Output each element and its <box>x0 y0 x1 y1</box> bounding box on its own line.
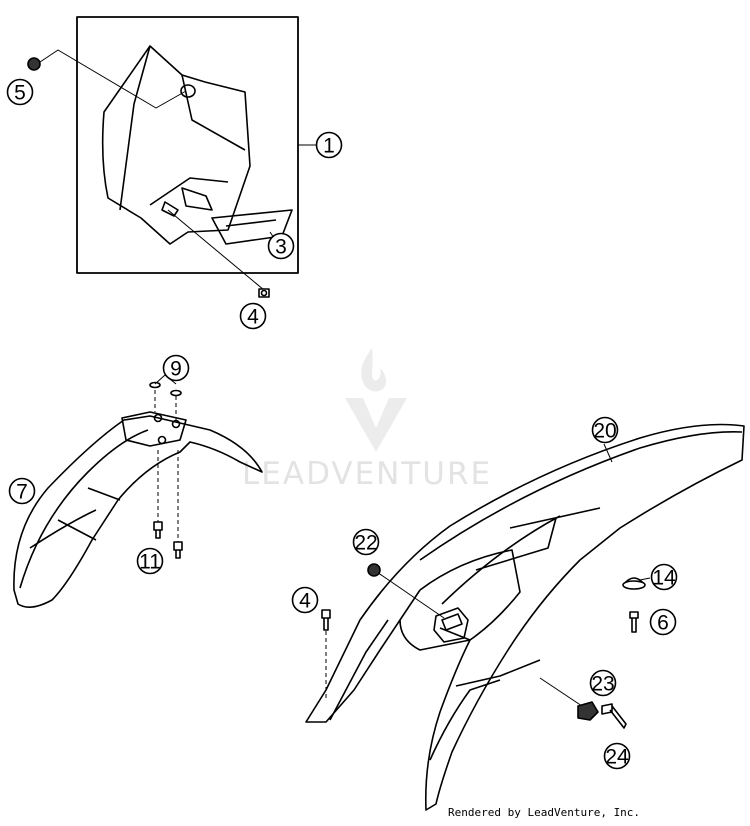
bolt-4b <box>321 609 331 631</box>
front-fender <box>13 415 263 608</box>
watermark: LEADVENTURE <box>242 348 492 492</box>
number-plate-fold <box>119 45 246 211</box>
fender-hole-c <box>157 435 167 445</box>
svg-text:22: 22 <box>354 532 377 555</box>
screw-6 <box>629 611 639 633</box>
rear-fender-assembly <box>305 423 745 811</box>
fender-hole-a <box>153 413 163 423</box>
render-credit: Rendered by LeadVenture, Inc. <box>448 806 641 819</box>
callout-7: 7 <box>8 477 36 505</box>
callout-22: 22 <box>352 528 380 556</box>
svg-text:4: 4 <box>299 590 311 613</box>
leader-line-23 <box>539 677 583 707</box>
svg-text:1: 1 <box>323 135 335 158</box>
svg-text:20: 20 <box>593 420 616 443</box>
nut-23 <box>577 701 599 721</box>
svg-text:6: 6 <box>657 612 669 635</box>
v-logo-icon <box>345 398 407 452</box>
callout-23: 23 <box>589 669 617 697</box>
callout-6: 6 <box>649 608 677 636</box>
leader-line-5 <box>39 49 187 109</box>
svg-text:4: 4 <box>247 306 259 329</box>
svg-text:23: 23 <box>591 673 614 696</box>
callout-3: 3 <box>267 232 295 260</box>
plate-bracket <box>161 187 213 217</box>
leader-line-4a <box>167 209 265 291</box>
screw-5 <box>27 57 41 71</box>
assembly-box <box>76 16 299 274</box>
bolt-11a <box>153 521 163 539</box>
callout-4a: 4 <box>239 302 267 330</box>
svg-text:11: 11 <box>139 551 161 574</box>
rear-fender <box>305 423 745 811</box>
svg-text:3: 3 <box>275 236 287 259</box>
svg-text:7: 7 <box>16 481 28 504</box>
number-plate <box>101 45 251 245</box>
bolt-24 <box>601 703 627 729</box>
front-fender-mount <box>121 411 187 447</box>
flame-icon <box>361 348 387 392</box>
callout-24: 24 <box>603 742 631 770</box>
callout-14: 14 <box>650 563 678 591</box>
callout-9: 9 <box>162 354 190 382</box>
plate-grommet <box>180 84 196 98</box>
svg-text:9: 9 <box>170 358 182 381</box>
rear-fender-inner <box>399 549 521 641</box>
number-plate-assembly <box>27 16 316 298</box>
rear-fender-mount-nut <box>433 607 469 643</box>
svg-text:5: 5 <box>14 82 26 105</box>
washer-9a <box>149 381 161 389</box>
callout-5: 5 <box>6 78 34 106</box>
leader-line-22 <box>373 569 445 619</box>
grommet-14 <box>622 577 646 590</box>
rear-fender-side <box>329 619 501 761</box>
front-fender-ridge <box>19 429 149 589</box>
callout-20: 20 <box>591 416 619 444</box>
fender-hole-b <box>171 419 181 429</box>
watermark-text: LEADVENTURE <box>242 456 492 492</box>
callout-1: 1 <box>315 131 343 159</box>
nut-22 <box>367 563 381 577</box>
svg-text:24: 24 <box>605 746 629 769</box>
leader-line-9b <box>154 390 177 420</box>
washer-9b <box>170 389 182 397</box>
callout-4b: 4 <box>291 586 319 614</box>
leader-line-20 <box>603 443 613 463</box>
svg-text:14: 14 <box>652 567 676 590</box>
rear-fender-ridge <box>419 431 743 687</box>
front-fender-assembly <box>13 374 263 608</box>
bolt-11b <box>173 541 183 559</box>
callout-11: 11 <box>136 547 164 575</box>
leader-line-14 <box>639 577 651 581</box>
bolt-4a <box>258 288 270 298</box>
